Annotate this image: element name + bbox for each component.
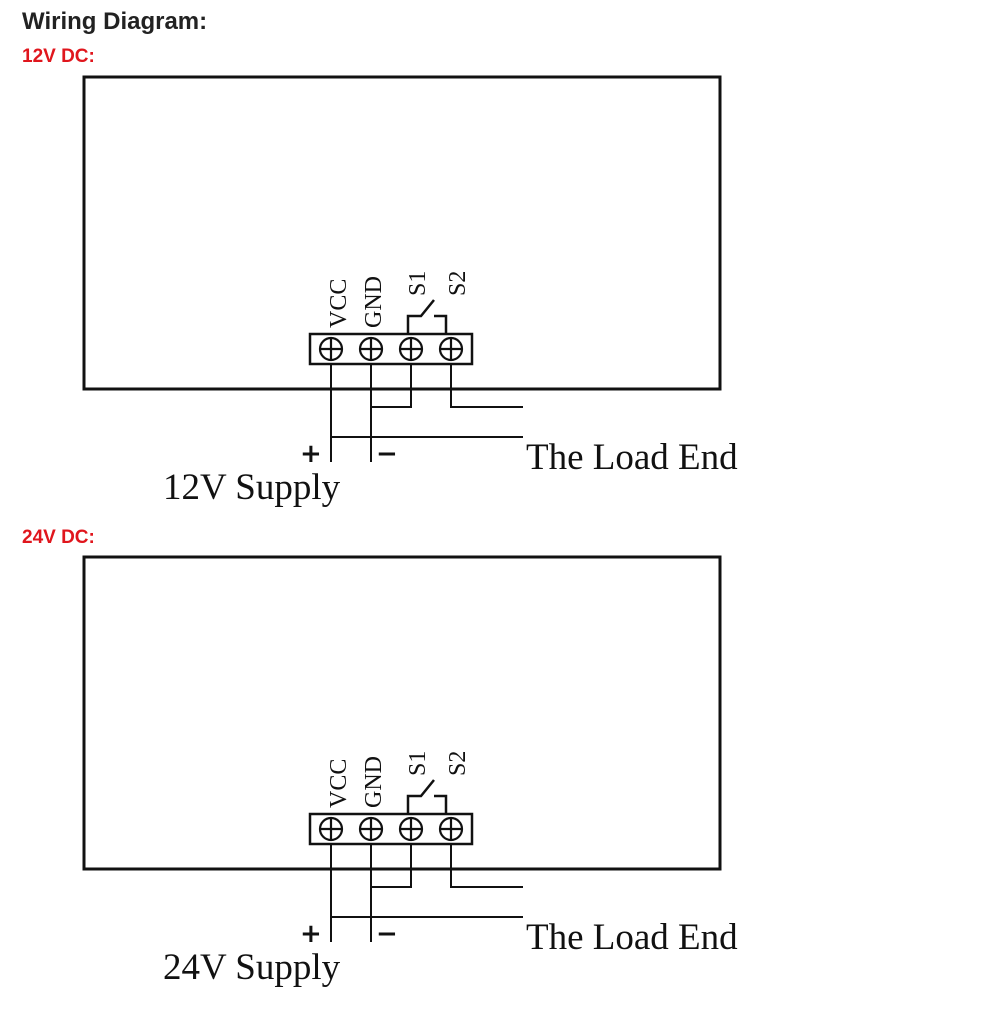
module-body — [82, 555, 722, 871]
terminal-label-vcc: VCC — [326, 279, 352, 328]
supply-label: 24V Supply — [163, 947, 341, 988]
terminal-label-gnd: GND — [361, 276, 387, 328]
section-label-12v: 12V DC: — [22, 46, 95, 67]
page-title: Wiring Diagram: — [22, 8, 208, 35]
terminal-label-s1: S1 — [405, 271, 431, 296]
wiring-diagram-24v: VCC GND S1 S2 + − 24V Supply — [0, 550, 1000, 1020]
relay-switch-symbol — [406, 299, 448, 334]
supply-label: 12V Supply — [163, 467, 341, 508]
minus-sign: − — [376, 919, 398, 949]
terminal-block — [308, 812, 474, 846]
wiring — [330, 364, 523, 462]
plus-sign: + — [300, 439, 322, 469]
wiring — [330, 844, 523, 942]
plus-sign: + — [300, 919, 322, 949]
terminal-block — [308, 332, 474, 366]
terminal-label-gnd: GND — [361, 756, 387, 808]
relay-switch-symbol — [406, 779, 448, 814]
load-end-label: The Load End — [526, 437, 738, 478]
terminal-label-s2: S2 — [445, 751, 471, 776]
terminal-label-s2: S2 — [445, 271, 471, 296]
section-label-24v: 24V DC: — [22, 527, 95, 548]
wiring-diagram-12v: VCC GND S1 S2 — [0, 70, 1000, 540]
terminal-label-s1: S1 — [405, 751, 431, 776]
module-body — [82, 75, 722, 391]
load-end-label: The Load End — [526, 917, 738, 958]
minus-sign: − — [376, 439, 398, 469]
terminal-label-vcc: VCC — [326, 759, 352, 808]
